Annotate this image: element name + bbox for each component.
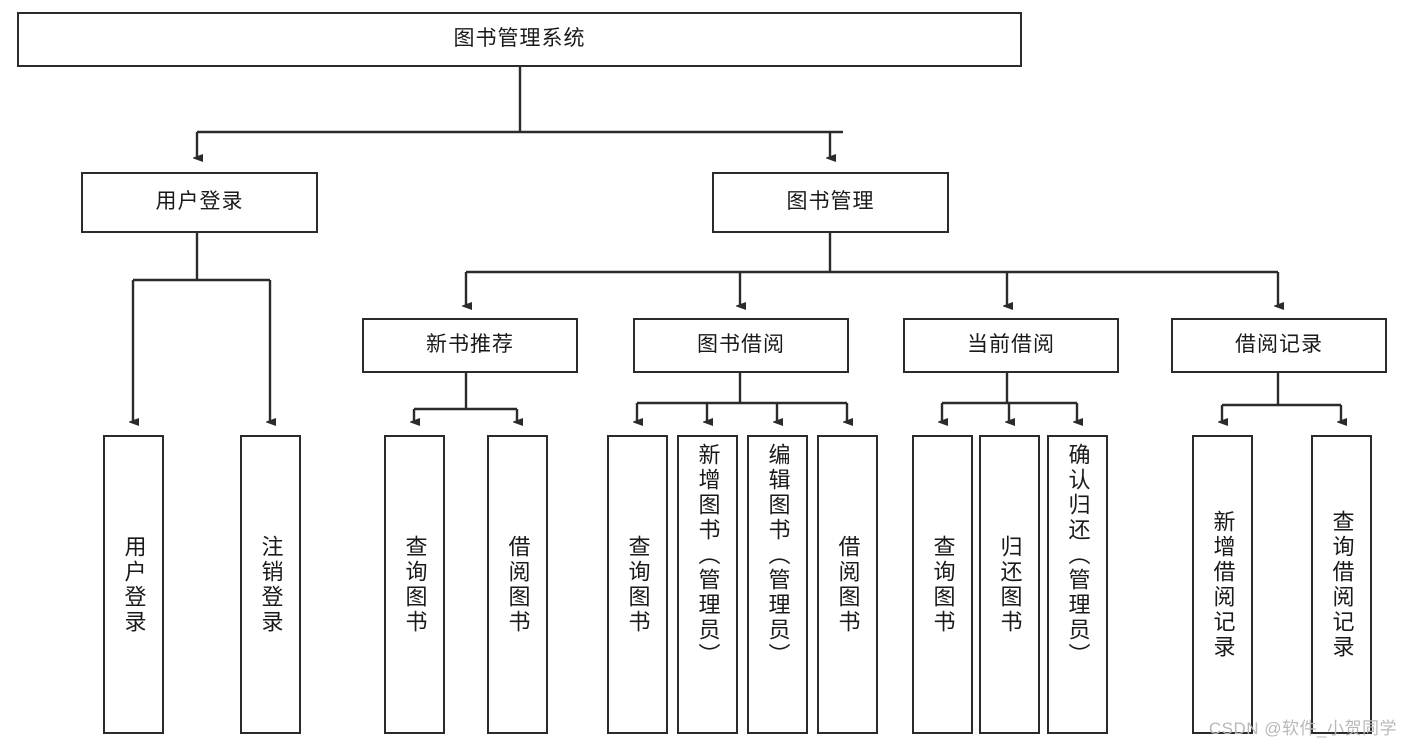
node-leaf-query-record-label: 查询借阅记录: [1329, 509, 1355, 660]
node-leaf-query-book-3[interactable]: 查询图书: [912, 435, 973, 734]
node-user-login[interactable]: 用户登录: [81, 172, 318, 233]
node-user-login-label: 用户登录: [155, 190, 244, 214]
node-new-book-recommend[interactable]: 新书推荐: [362, 318, 578, 373]
node-leaf-borrow-book-2-label: 借阅图书: [835, 534, 861, 635]
node-leaf-query-book-3-label: 查询图书: [930, 534, 956, 635]
node-leaf-edit-book-label: 编辑图书（管理员）: [765, 443, 791, 668]
node-root-label: 图书管理系统: [453, 27, 586, 51]
node-leaf-query-book-2-label: 查询图书: [625, 534, 651, 635]
node-new-book-recommend-label: 新书推荐: [426, 333, 514, 357]
node-leaf-user-logout-label: 注销登录: [258, 534, 284, 635]
node-leaf-add-book[interactable]: 新增图书（管理员）: [677, 435, 738, 734]
node-book-borrow[interactable]: 图书借阅: [633, 318, 849, 373]
node-book-management-label: 图书管理: [786, 190, 875, 214]
node-leaf-return-book[interactable]: 归还图书: [979, 435, 1040, 734]
node-root[interactable]: 图书管理系统: [17, 12, 1022, 67]
node-leaf-add-record-label: 新增借阅记录: [1210, 509, 1236, 660]
node-leaf-user-logout[interactable]: 注销登录: [240, 435, 301, 734]
node-leaf-query-book-2[interactable]: 查询图书: [607, 435, 668, 734]
watermark-text: CSDN @软件_小贺同学: [1208, 719, 1397, 738]
node-leaf-user-login-label: 用户登录: [121, 534, 147, 635]
node-leaf-confirm-return[interactable]: 确认归还（管理员）: [1047, 435, 1108, 734]
node-leaf-user-login[interactable]: 用户登录: [103, 435, 164, 734]
node-leaf-borrow-book-2[interactable]: 借阅图书: [817, 435, 878, 734]
node-leaf-add-book-label: 新增图书（管理员）: [695, 443, 721, 668]
node-leaf-query-book-1-label: 查询图书: [402, 534, 428, 635]
node-book-borrow-label: 图书借阅: [697, 333, 785, 357]
node-current-borrow[interactable]: 当前借阅: [903, 318, 1119, 373]
node-leaf-query-book-1[interactable]: 查询图书: [384, 435, 445, 734]
node-leaf-borrow-book-1[interactable]: 借阅图书: [487, 435, 548, 734]
node-leaf-edit-book[interactable]: 编辑图书（管理员）: [747, 435, 808, 734]
node-leaf-borrow-book-1-label: 借阅图书: [505, 534, 531, 635]
node-leaf-return-book-label: 归还图书: [997, 534, 1023, 635]
node-current-borrow-label: 当前借阅: [967, 333, 1055, 357]
node-borrow-record[interactable]: 借阅记录: [1171, 318, 1387, 373]
node-book-management[interactable]: 图书管理: [712, 172, 949, 233]
node-leaf-query-record[interactable]: 查询借阅记录: [1311, 435, 1372, 734]
node-borrow-record-label: 借阅记录: [1235, 333, 1323, 357]
node-leaf-confirm-return-label: 确认归还（管理员）: [1065, 443, 1091, 668]
node-leaf-add-record[interactable]: 新增借阅记录: [1192, 435, 1253, 734]
